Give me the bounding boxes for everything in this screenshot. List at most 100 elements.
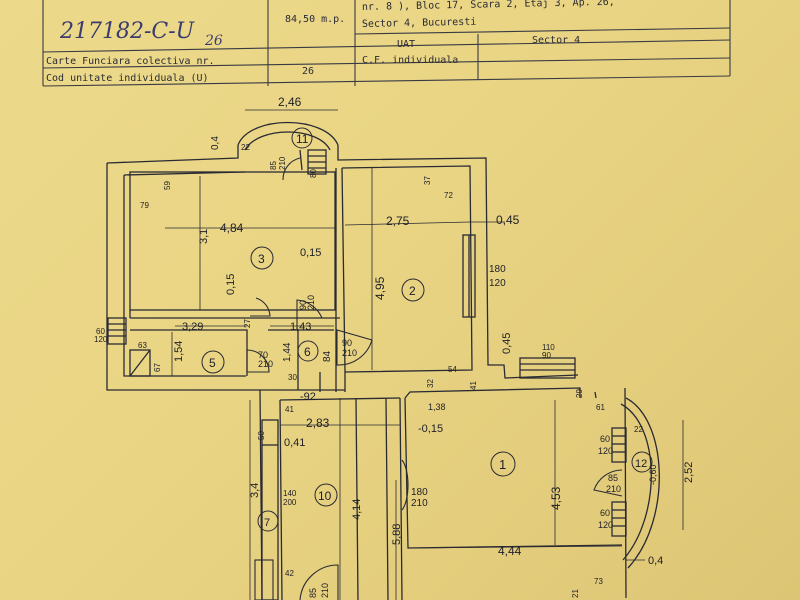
mark-63: 63	[138, 341, 147, 350]
room-10-number: 10	[318, 489, 332, 503]
mark-32: 32	[426, 379, 435, 388]
door-210-b-label: 210	[306, 295, 316, 310]
dim-0-45-a: 0,45	[496, 213, 520, 227]
win-120c-label: 120	[598, 520, 613, 530]
door-210-d-label: 210	[258, 359, 273, 369]
doors	[246, 157, 623, 600]
room-6-number: 6	[304, 345, 311, 359]
dim-5-88: 5,88	[391, 524, 403, 545]
dim-92: -92	[300, 391, 316, 403]
door-85-label: 85	[269, 161, 278, 170]
mark-80: 80	[309, 169, 318, 178]
dim-1-44: 1,44	[282, 342, 293, 362]
uat-value: Sector 4	[532, 35, 580, 46]
dim-3-1: 3,1	[198, 229, 210, 244]
mark-37: 37	[423, 176, 432, 185]
room-7-number: 7	[264, 517, 270, 529]
mark-29: 29	[575, 389, 584, 398]
room-markers	[201, 127, 653, 532]
dim-0-60: -0,60	[648, 464, 658, 485]
dim-3-29: 3,29	[182, 321, 203, 333]
cf-colectiva-label: Carte Funciara colectiva nr.	[46, 56, 215, 67]
win-60c-label: 60	[600, 508, 610, 518]
mark-210g: 210	[320, 583, 330, 598]
win-60b-label: 60	[600, 434, 610, 444]
dim-0-15-b: 0,15	[225, 274, 237, 295]
dim-0-15-c: -0,15	[418, 423, 443, 435]
room-12-number: 12	[635, 458, 647, 470]
door-90b-label: 90	[342, 338, 352, 348]
cod-label: Cod unitate individuala (U)	[46, 73, 209, 84]
door-210-f-label: 210	[606, 484, 621, 494]
small-annotations: 180 210 90 210 90 210 70 210 85 210 85 2…	[94, 143, 643, 598]
dim-4-84: 4,84	[220, 221, 244, 235]
dim-2-52: 2,52	[683, 462, 695, 483]
mark-50: 50	[257, 431, 266, 440]
mark-27: 27	[243, 319, 252, 328]
dim-4-53: 4,53	[549, 486, 563, 510]
dim-4-44: 4,44	[498, 544, 522, 558]
mark-110: 110	[542, 343, 555, 352]
handwritten-sub: 26	[204, 33, 223, 49]
dim-4-95: 4,95	[373, 276, 387, 300]
door-90-label: 90	[298, 300, 308, 310]
mark-85c: 85	[308, 588, 318, 598]
mark-22: 22	[634, 425, 643, 434]
dim-1-38: 1,38	[428, 402, 446, 412]
dim-2-75: 2,75	[386, 214, 410, 228]
mark-73: 73	[594, 577, 603, 586]
dim-180: 180	[489, 264, 506, 275]
mark-42: 42	[285, 569, 294, 578]
dim-120: 120	[489, 278, 506, 289]
dimension-lines	[165, 109, 684, 600]
cod-value: 26	[302, 66, 314, 77]
mark-21: 21	[571, 589, 580, 598]
mark-61: 61	[596, 403, 605, 412]
dim-0-41: 0,41	[284, 437, 305, 449]
cf-individuala-label: C.F. individuala	[362, 55, 458, 66]
room-5-number: 5	[209, 356, 216, 370]
dim-0-15-a: 0,15	[300, 247, 321, 259]
door-70-label: 70	[258, 350, 268, 360]
area-value: 84,50 m.p.	[285, 14, 345, 25]
room-numbers: 11 3 2 5 6 1 12 10 7	[209, 132, 647, 529]
door-180-label: 180	[411, 487, 428, 498]
room-3-number: 3	[258, 252, 265, 266]
dim-1-54: 1,54	[173, 341, 185, 362]
mark-59: 59	[163, 181, 172, 190]
uat-label: UAT	[397, 39, 415, 50]
address-line2: Sector 4, Bucuresti	[362, 17, 477, 30]
door-210-label: 210	[411, 498, 428, 509]
mark-30: 30	[288, 373, 297, 382]
dim-4-14: 4,14	[351, 499, 363, 520]
room-2-number: 2	[409, 284, 416, 298]
mark-41a: 41	[285, 405, 294, 414]
address-line1: nr. 8 ), Bloc 17, Scara 2, Etaj 3, Ap. 2…	[362, 0, 615, 13]
dim-1-43: 1,43	[290, 321, 311, 333]
win-120a-label: 120	[94, 335, 108, 344]
mark-67: 67	[153, 363, 162, 372]
mark-41b: 41	[469, 381, 478, 390]
dim-0-4-top: 0,4	[210, 136, 221, 150]
mark-79: 79	[140, 201, 149, 210]
dim-2-83: 2,83	[306, 416, 330, 430]
dim-3-4: 3,4	[249, 483, 261, 498]
door-210-e-label: 210	[278, 156, 287, 170]
room-11-number: 11	[296, 132, 309, 146]
handwritten-id: 217182-C-U	[59, 19, 196, 44]
room-1-number: 1	[499, 457, 506, 472]
door-85b-label: 85	[608, 473, 618, 483]
mark-72: 72	[444, 191, 453, 200]
header-table	[42, 0, 731, 87]
dim-84: 84	[322, 350, 333, 362]
win-120b-label: 120	[598, 446, 613, 456]
win-60a-label: 60	[96, 327, 105, 336]
mark-140: 140	[283, 489, 297, 498]
door-210-c-label: 210	[342, 348, 357, 358]
dim-0-45-b: 0,45	[501, 333, 513, 354]
dim-2-46: 2,46	[278, 95, 302, 109]
dim-0-4-bot: 0,4	[648, 555, 663, 567]
mark-22b: 22	[241, 143, 250, 152]
mark-90c: 90	[542, 351, 551, 360]
